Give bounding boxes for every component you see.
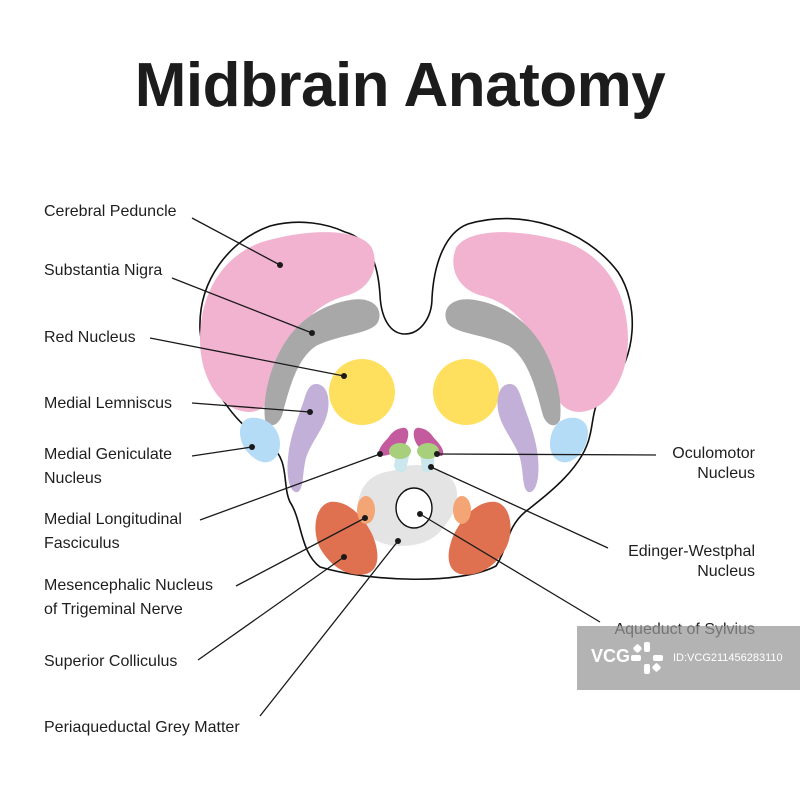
leader-cerebral-peduncle (191, 217, 281, 266)
label-edinger-line2: Nucleus (697, 563, 755, 580)
watermark-flower-icon (631, 642, 663, 674)
leader-dot-substantia-nigra (309, 330, 315, 336)
medial-geniculate-left (240, 417, 280, 463)
watermark: VCG ID:VCG211456283110 (577, 626, 800, 690)
mesencephalic-nucleus-right (453, 496, 471, 524)
leader-dot-aqueduct (417, 511, 423, 517)
label-medial-geniculate-line1: Medial Geniculate (44, 446, 172, 463)
mesencephalic-nucleus-left (357, 496, 375, 524)
leader-mesencephalic (235, 517, 366, 587)
mlf-left (378, 427, 409, 456)
leader-periaqueductal (259, 540, 399, 717)
leader-dot-red-nucleus (341, 373, 347, 379)
cerebral-peduncle-right (453, 232, 628, 412)
leader-dot-superior-colliculus (341, 554, 347, 560)
label-red-nucleus: Red Nucleus (44, 329, 136, 346)
aqueduct-of-sylvius (395, 487, 433, 529)
label-mesencephalic-line2: of Trigeminal Nerve (44, 601, 183, 618)
label-superior-colliculus: Superior Colliculus (44, 653, 177, 670)
label-cerebral-peduncle: Cerebral Peduncle (44, 203, 177, 220)
medial-lemniscus-left (287, 384, 329, 493)
leader-red-nucleus (149, 337, 345, 377)
leader-substantia-nigra (171, 277, 313, 334)
watermark-logo: VCG (591, 646, 631, 666)
medial-geniculate-right (550, 417, 588, 463)
leader-medial-lemniscus (191, 402, 311, 413)
leader-dot-medial-lemniscus (307, 409, 313, 415)
label-mlf-line2: Fasciculus (44, 535, 120, 552)
watermark-id: ID:VCG211456283110 (673, 652, 783, 664)
leader-dot-mlf (377, 451, 383, 457)
oculomotor-nucleus-left (389, 443, 411, 459)
leader-superior-colliculus (197, 556, 345, 661)
substantia-nigra-left (264, 299, 380, 426)
label-edinger-line1: Edinger-Westphal (628, 543, 755, 560)
leader-mlf (199, 453, 381, 521)
leader-dot-cerebral-peduncle (277, 262, 283, 268)
label-oculomotor-line2: Nucleus (697, 465, 755, 482)
leader-dot-edinger (428, 464, 434, 470)
label-mesencephalic-line1: Mesencephalic Nucleus (44, 577, 213, 594)
red-nucleus-left (329, 359, 395, 425)
leader-dot-oculomotor (434, 451, 440, 457)
label-periaqueductal: Periaqueductal Grey Matter (44, 719, 240, 736)
leader-dot-medial-geniculate (249, 444, 255, 450)
label-medial-geniculate-line2: Nucleus (44, 470, 102, 487)
leader-aqueduct (419, 513, 601, 623)
cerebral-peduncle-left (200, 232, 375, 412)
label-mlf-line1: Medial Longitudinal (44, 511, 182, 528)
leader-edinger (430, 466, 609, 549)
leader-dot-mesencephalic (362, 515, 368, 521)
label-medial-lemniscus: Medial Lemniscus (44, 395, 172, 412)
substantia-nigra-right (445, 299, 561, 426)
page-title: Midbrain Anatomy (134, 51, 666, 120)
oculomotor-nucleus-right (417, 443, 439, 459)
red-nucleus-right (433, 359, 499, 425)
label-oculomotor-line1: Oculomotor (672, 445, 755, 462)
leader-oculomotor (436, 453, 657, 456)
label-substantia-nigra: Substantia Nigra (44, 262, 162, 279)
leader-dot-periaqueductal (395, 538, 401, 544)
medial-lemniscus-right (497, 384, 539, 493)
leader-medial-geniculate (191, 446, 253, 457)
